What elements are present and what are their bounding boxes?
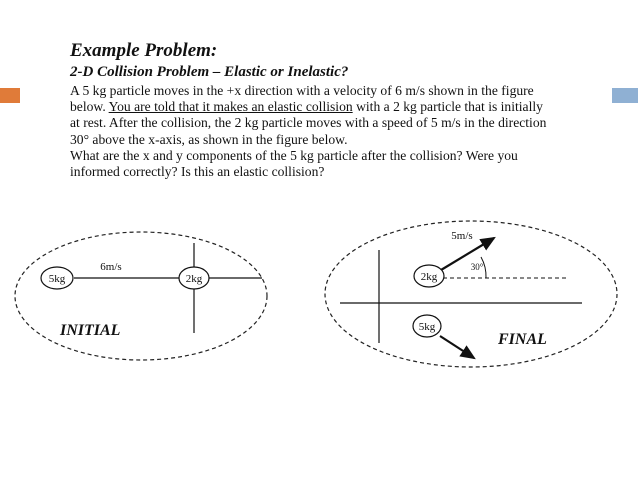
final-boundary-ellipse bbox=[324, 220, 618, 368]
final-diagram: 2kg 5m/s 30° 5kg FINAL bbox=[324, 220, 618, 368]
final-5kg-velocity-arrow bbox=[439, 335, 476, 360]
problem-text: A 5 kg particle moves in the +x directio… bbox=[70, 83, 548, 180]
initial-diagram: 5kg 2kg 6m/s INITIAL bbox=[14, 231, 268, 361]
accent-bar-left bbox=[0, 88, 20, 103]
final-angle-arc bbox=[480, 256, 487, 279]
slide-title: Example Problem: bbox=[70, 40, 218, 61]
final-5kg-particle bbox=[412, 314, 442, 338]
initial-5kg-label: 5kg bbox=[49, 273, 66, 285]
final-velocity-label: 5m/s bbox=[451, 230, 472, 242]
initial-caption: INITIAL bbox=[59, 322, 121, 339]
initial-velocity-label: 6m/s bbox=[100, 261, 121, 273]
final-2kg-particle bbox=[413, 264, 445, 288]
problem-text-part2: with a 2 kg particle that is initially a… bbox=[70, 99, 547, 147]
problem-paragraph: A 5 kg particle moves in the +x directio… bbox=[70, 83, 548, 148]
problem-text-underlined: You are told that it makes an elastic co… bbox=[108, 99, 353, 115]
final-2kg-velocity-arrow bbox=[440, 236, 496, 271]
initial-2kg-particle bbox=[178, 266, 210, 290]
final-5kg-label: 5kg bbox=[419, 321, 436, 333]
final-angle-label: 30° bbox=[471, 262, 484, 272]
question-paragraph: What are the x and y components of the 5… bbox=[70, 147, 518, 180]
final-2kg-label: 2kg bbox=[421, 271, 438, 283]
initial-2kg-label: 2kg bbox=[186, 273, 203, 285]
initial-5kg-particle bbox=[40, 266, 74, 290]
initial-boundary-ellipse bbox=[14, 231, 268, 361]
problem-text-part1: A 5 kg particle moves in the +x directio… bbox=[70, 83, 534, 115]
final-caption: FINAL bbox=[497, 331, 547, 348]
accent-bar-right bbox=[612, 88, 638, 103]
slide-subtitle: 2-D Collision Problem – Elastic or Inela… bbox=[70, 64, 349, 80]
